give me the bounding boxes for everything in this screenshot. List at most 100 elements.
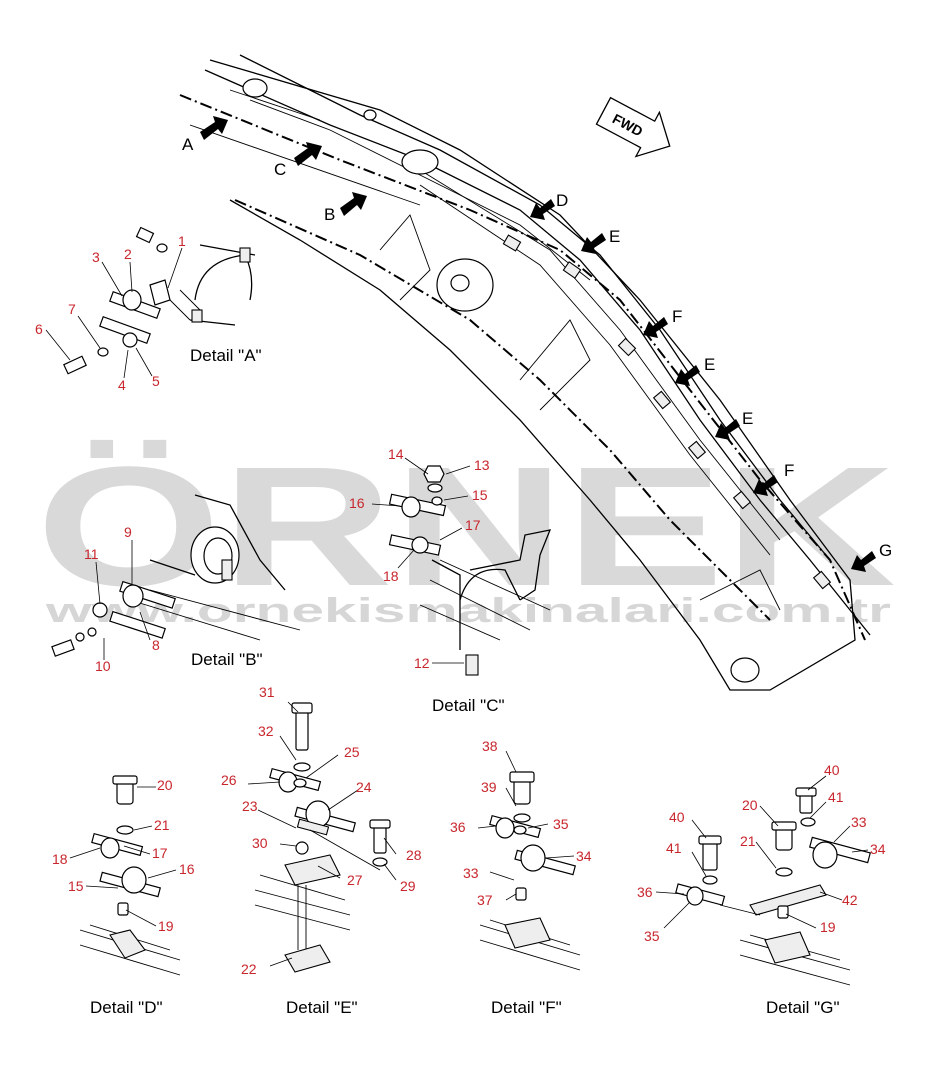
detail-g-title: Detail "G" <box>766 998 839 1017</box>
detail-g-callouts: 40 20 41 33 34 40 21 41 36 42 35 19 <box>637 762 886 944</box>
svg-text:20: 20 <box>742 797 758 813</box>
svg-text:11: 11 <box>84 546 99 562</box>
svg-text:41: 41 <box>828 789 844 805</box>
svg-text:8: 8 <box>152 637 160 653</box>
svg-text:9: 9 <box>124 524 132 540</box>
svg-text:C: C <box>274 160 286 179</box>
detail-f-title: Detail "F" <box>491 998 562 1017</box>
svg-text:36: 36 <box>450 819 466 835</box>
detail-d-callouts: 20 21 18 17 16 15 19 <box>52 777 195 934</box>
svg-text:29: 29 <box>400 878 416 894</box>
svg-text:38: 38 <box>482 738 498 754</box>
detail-f-callouts: 38 39 36 35 34 33 37 <box>450 738 592 908</box>
view-arrow-a: A <box>182 116 228 154</box>
svg-text:2: 2 <box>124 246 132 262</box>
boom-centerline-bottom <box>234 199 771 621</box>
detail-b-callouts: 9 11 8 10 <box>84 524 160 674</box>
view-arrow-g: G <box>851 541 892 572</box>
svg-text:40: 40 <box>824 762 840 778</box>
view-arrow-f2: F <box>753 461 794 496</box>
view-arrow-c: C <box>274 142 322 179</box>
svg-text:39: 39 <box>481 779 497 795</box>
svg-text:27: 27 <box>347 872 363 888</box>
svg-text:32: 32 <box>258 723 274 739</box>
view-arrows: A C B D E F E E <box>182 116 892 572</box>
svg-text:30: 30 <box>252 835 268 851</box>
svg-text:34: 34 <box>576 848 592 864</box>
detail-e-title: Detail "E" <box>286 998 358 1017</box>
svg-text:6: 6 <box>35 321 43 337</box>
svg-text:15: 15 <box>68 878 84 894</box>
detail-a-title: Detail "A" <box>190 346 262 365</box>
svg-text:18: 18 <box>52 851 68 867</box>
boom-outline <box>209 59 856 691</box>
svg-text:19: 19 <box>820 919 836 935</box>
svg-text:17: 17 <box>152 845 168 861</box>
svg-text:3: 3 <box>92 249 100 265</box>
boom-foot-pin <box>730 657 760 683</box>
detail-c-title: Detail "C" <box>432 696 505 715</box>
svg-text:E: E <box>609 227 620 246</box>
svg-text:40: 40 <box>669 809 685 825</box>
svg-text:22: 22 <box>241 961 257 977</box>
svg-text:4: 4 <box>118 377 126 393</box>
view-arrow-e1: E <box>581 227 620 254</box>
svg-text:F: F <box>672 307 682 326</box>
detail-b-title: Detail "B" <box>191 650 263 669</box>
view-arrow-b: B <box>324 192 367 224</box>
svg-text:B: B <box>324 205 335 224</box>
svg-text:16: 16 <box>179 861 195 877</box>
svg-text:35: 35 <box>644 928 660 944</box>
svg-text:28: 28 <box>406 847 422 863</box>
detail-g: 40 20 41 33 34 40 21 41 36 42 35 19 Deta… <box>637 762 886 1017</box>
detail-a: 1 2 3 7 6 4 5 Detail "A" <box>35 226 262 393</box>
svg-text:13: 13 <box>474 457 490 473</box>
svg-text:21: 21 <box>740 833 756 849</box>
svg-text:E: E <box>742 409 753 428</box>
svg-text:17: 17 <box>465 517 481 533</box>
detail-e: 31 32 25 26 24 23 28 30 27 29 22 Detail … <box>221 684 422 1017</box>
detail-c: 14 13 16 15 17 18 12 Detail "C" <box>349 446 552 715</box>
svg-text:37: 37 <box>477 892 493 908</box>
fwd-direction-sign: FWD <box>595 96 671 158</box>
fwd-label: FWD <box>610 110 646 139</box>
detail-d-title: Detail "D" <box>90 998 163 1017</box>
svg-text:10: 10 <box>95 658 111 674</box>
svg-text:12: 12 <box>414 655 430 671</box>
detail-c-callouts: 14 13 16 15 17 18 12 <box>349 446 490 671</box>
svg-text:19: 19 <box>158 918 174 934</box>
svg-text:16: 16 <box>349 495 365 511</box>
svg-text:5: 5 <box>152 373 160 389</box>
view-arrow-f1: F <box>643 307 682 338</box>
svg-text:15: 15 <box>472 487 488 503</box>
view-arrow-d: D <box>530 191 568 220</box>
svg-text:35: 35 <box>553 816 569 832</box>
detail-a-callouts: 1 2 3 7 6 4 5 <box>35 233 186 393</box>
svg-text:F: F <box>784 461 794 480</box>
svg-text:14: 14 <box>388 446 404 462</box>
svg-text:A: A <box>182 135 194 154</box>
svg-text:33: 33 <box>463 865 479 881</box>
detail-d: 20 21 18 17 16 15 19 Detail "D" <box>52 775 195 1017</box>
svg-text:G: G <box>879 541 892 560</box>
svg-text:21: 21 <box>154 817 170 833</box>
svg-text:E: E <box>704 355 715 374</box>
boom-centerline-top <box>179 94 866 641</box>
svg-text:25: 25 <box>344 744 360 760</box>
detail-b: 9 11 8 10 Detail "B" <box>51 494 301 674</box>
svg-text:23: 23 <box>242 798 258 814</box>
svg-text:41: 41 <box>666 840 682 856</box>
svg-text:42: 42 <box>842 892 858 908</box>
svg-text:33: 33 <box>851 814 867 830</box>
svg-text:1: 1 <box>178 233 186 249</box>
detail-e-callouts: 31 32 25 26 24 23 28 30 27 29 22 <box>221 684 422 977</box>
boom-assembly <box>179 54 871 691</box>
svg-text:7: 7 <box>68 301 76 317</box>
svg-text:26: 26 <box>221 772 237 788</box>
svg-text:18: 18 <box>383 568 399 584</box>
view-arrow-e3: E <box>715 409 753 440</box>
cylinder-boss <box>401 149 439 175</box>
svg-text:20: 20 <box>157 777 173 793</box>
svg-text:31: 31 <box>259 684 275 700</box>
